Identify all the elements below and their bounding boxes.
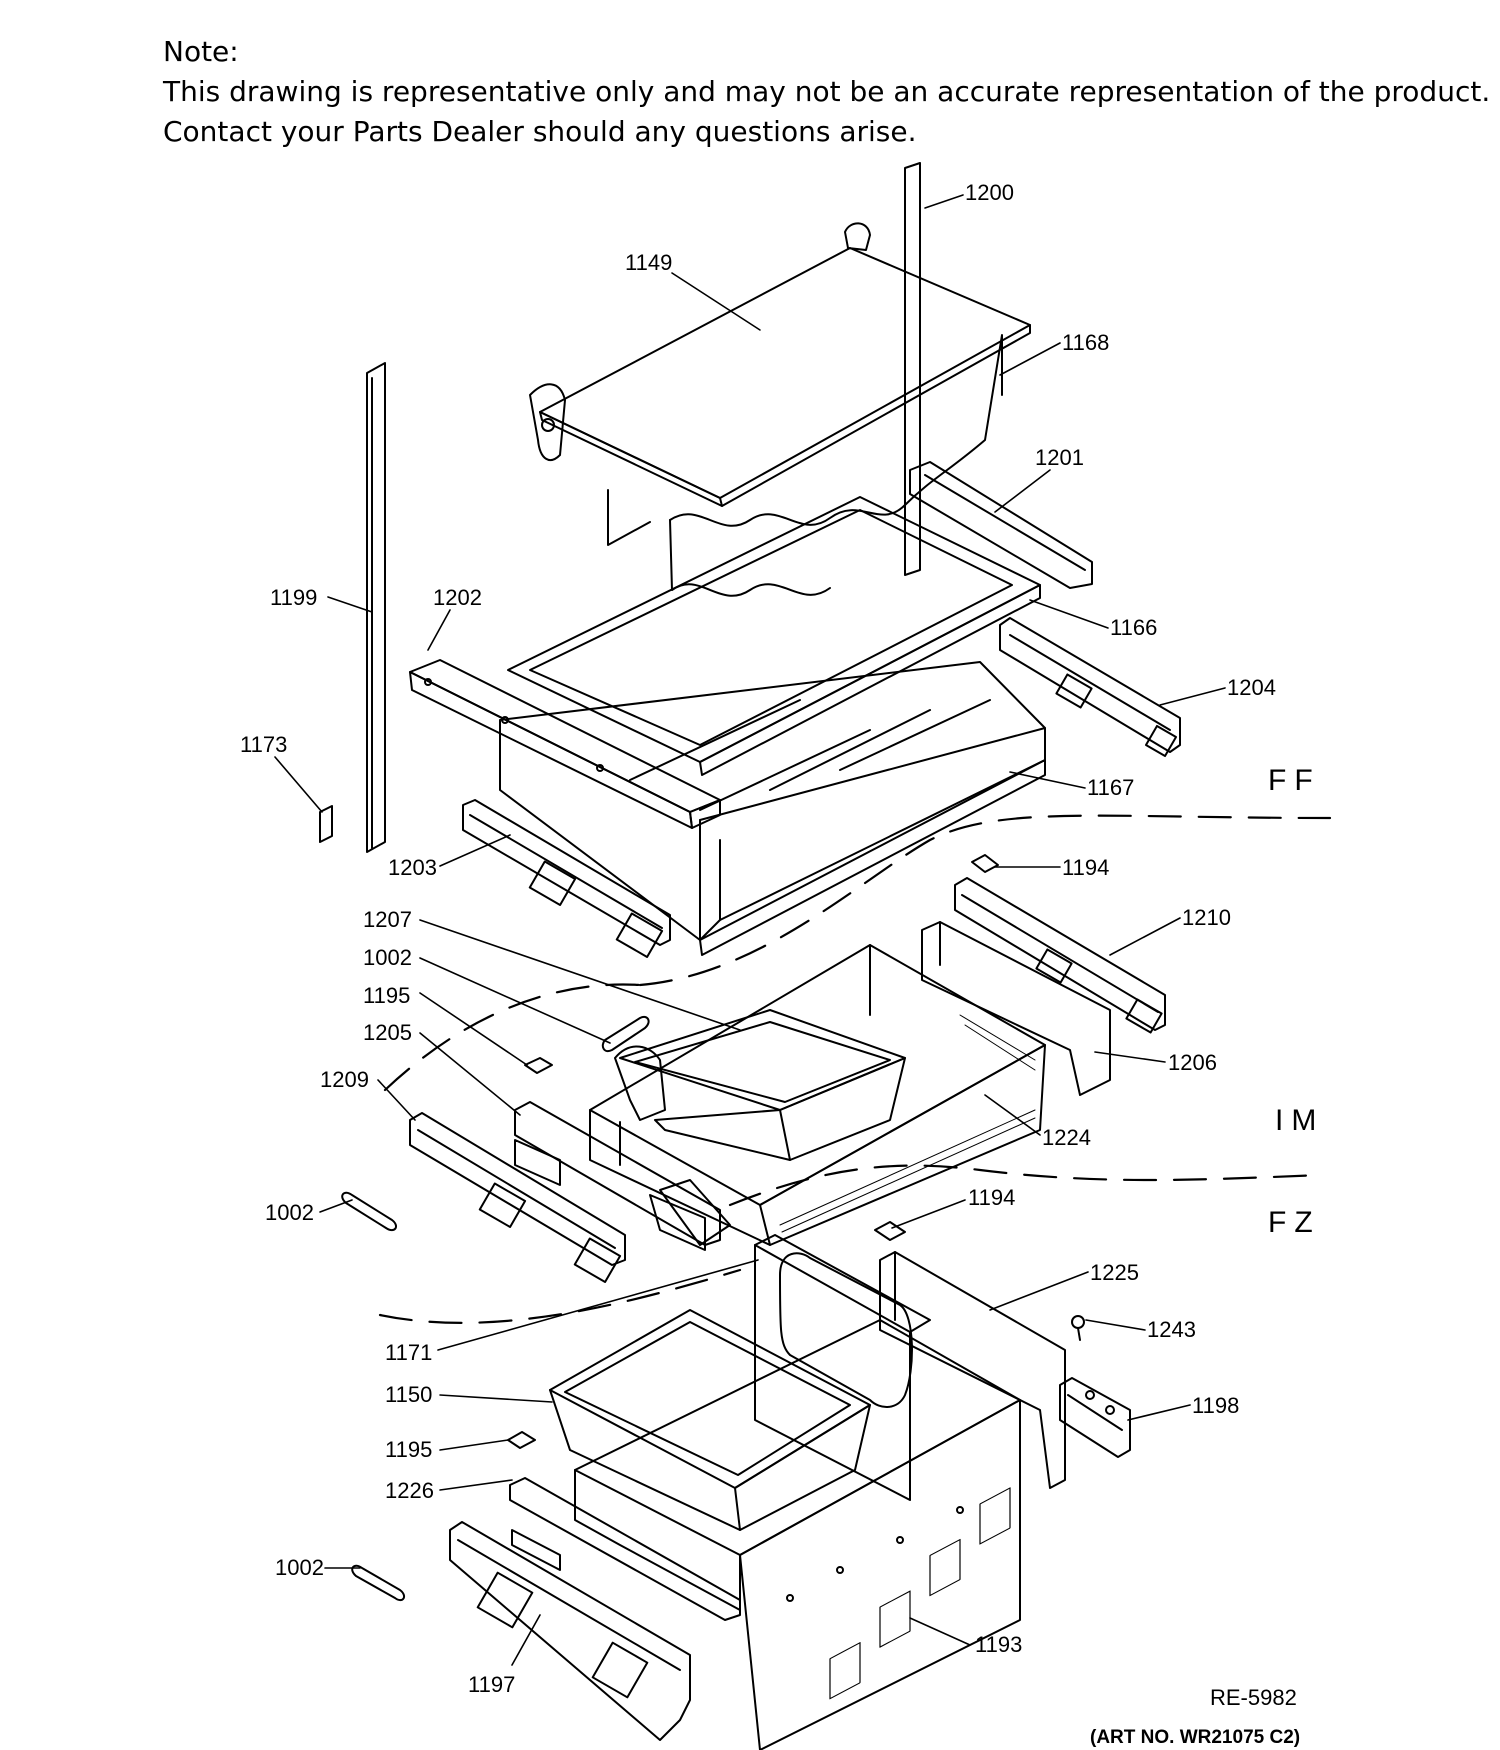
part-label-1209: 1209 — [320, 1067, 369, 1092]
zone-label-im: IM — [1275, 1104, 1324, 1137]
part-label-1171: 1171 — [385, 1340, 432, 1365]
bracket-1205 — [514, 1101, 721, 1251]
part-label-1150: 1150 — [385, 1382, 432, 1407]
clip-1002-middle — [601, 1016, 650, 1052]
part-label-1202: 1202 — [433, 585, 482, 610]
part-label-1197: 1197 — [468, 1672, 515, 1697]
drawer-1224-vent-slots — [779, 1014, 1036, 1233]
slide-rail-1203 — [462, 799, 671, 958]
clip-1173 — [319, 805, 333, 843]
part-label-1194-lower: 1194 — [968, 1185, 1015, 1210]
part-label-1167: 1167 — [1087, 775, 1134, 800]
shelf-rail-1200 — [904, 162, 921, 576]
note-line-2: Contact your Parts Dealer should any que… — [163, 115, 917, 148]
bracket-1206 — [921, 921, 1111, 1096]
clip-1195-lower — [507, 1431, 536, 1449]
bracket-1226 — [509, 1477, 741, 1621]
part-label-1002-left: 1002 — [265, 1200, 314, 1225]
zone-label-ff: FF — [1268, 764, 1321, 797]
zone-label-fz: FZ — [1268, 1206, 1321, 1239]
part-label-1207: 1207 — [363, 907, 412, 932]
part-label-1206: 1206 — [1168, 1050, 1217, 1075]
crisper-bin-1207 — [614, 1009, 906, 1161]
part-label-1200: 1200 — [965, 180, 1014, 205]
part-label-1204: 1204 — [1227, 675, 1276, 700]
part-label-1002-middle: 1002 — [363, 945, 412, 970]
side-rail-1199 — [366, 362, 386, 853]
part-label-1224: 1224 — [1042, 1125, 1091, 1150]
note-heading: Note: — [163, 35, 239, 68]
clip-1002-lower — [351, 1564, 406, 1602]
pan-1167 — [499, 661, 1046, 956]
part-label-1002-lower: 1002 — [275, 1555, 324, 1580]
part-label-1199: 1199 — [270, 585, 317, 610]
screw-1243 — [1071, 1315, 1085, 1341]
part-label-1149: 1149 — [625, 250, 672, 275]
slide-rail-1209 — [409, 1112, 626, 1283]
shelf-frame-1166 — [507, 496, 1041, 776]
slide-rail-1204 — [999, 617, 1181, 758]
slide-rail-1198 — [1059, 1377, 1131, 1458]
note-line-1: This drawing is representative only and … — [163, 75, 1491, 108]
clip-1194-top — [971, 854, 999, 873]
part-label-1203: 1203 — [388, 855, 437, 880]
part-label-1193: 1193 — [975, 1632, 1022, 1657]
part-label-1198: 1198 — [1192, 1393, 1239, 1418]
disclaimer-note: Note: This drawing is representative onl… — [163, 32, 1490, 152]
bracket-1225 — [879, 1251, 1066, 1489]
part-label-1226: 1226 — [385, 1478, 434, 1503]
drawer-1224 — [589, 944, 1046, 1246]
freezer-drawer-1193 — [574, 1319, 1021, 1750]
drawing-reference-code: RE-5982 — [1210, 1685, 1297, 1710]
part-label-1210: 1210 — [1182, 905, 1231, 930]
part-label-1195-lower: 1195 — [385, 1437, 432, 1462]
part-label-1201: 1201 — [1035, 445, 1084, 470]
part-label-1243: 1243 — [1147, 1317, 1196, 1342]
part-label-1205: 1205 — [363, 1020, 412, 1045]
drawer-1193-vents — [829, 1487, 1011, 1700]
clip-1194-lower — [874, 1221, 906, 1241]
part-label-1195-middle: 1195 — [363, 983, 410, 1008]
clip-1002-left — [341, 1191, 397, 1232]
freezer-basket-1150 — [549, 1309, 871, 1531]
part-label-1194-top: 1194 — [1062, 855, 1109, 880]
part-label-1168: 1168 — [1062, 330, 1109, 355]
part-label-1166: 1166 — [1110, 615, 1157, 640]
slide-rail-1210 — [954, 877, 1166, 1034]
wavy-divider-1168 — [607, 334, 1003, 597]
part-label-1225: 1225 — [1090, 1260, 1139, 1285]
slide-rail-1197 — [449, 1521, 691, 1741]
leader-lines — [274, 194, 1226, 1666]
art-number: (ART NO. WR21075 C2) — [1090, 1727, 1301, 1748]
freezer-door-1171 — [754, 1234, 931, 1501]
part-label-1173: 1173 — [240, 732, 287, 757]
rail-bracket-1201 — [909, 461, 1093, 589]
clip-1195-middle — [524, 1057, 553, 1074]
glass-shelf-1149 — [529, 222, 1031, 507]
